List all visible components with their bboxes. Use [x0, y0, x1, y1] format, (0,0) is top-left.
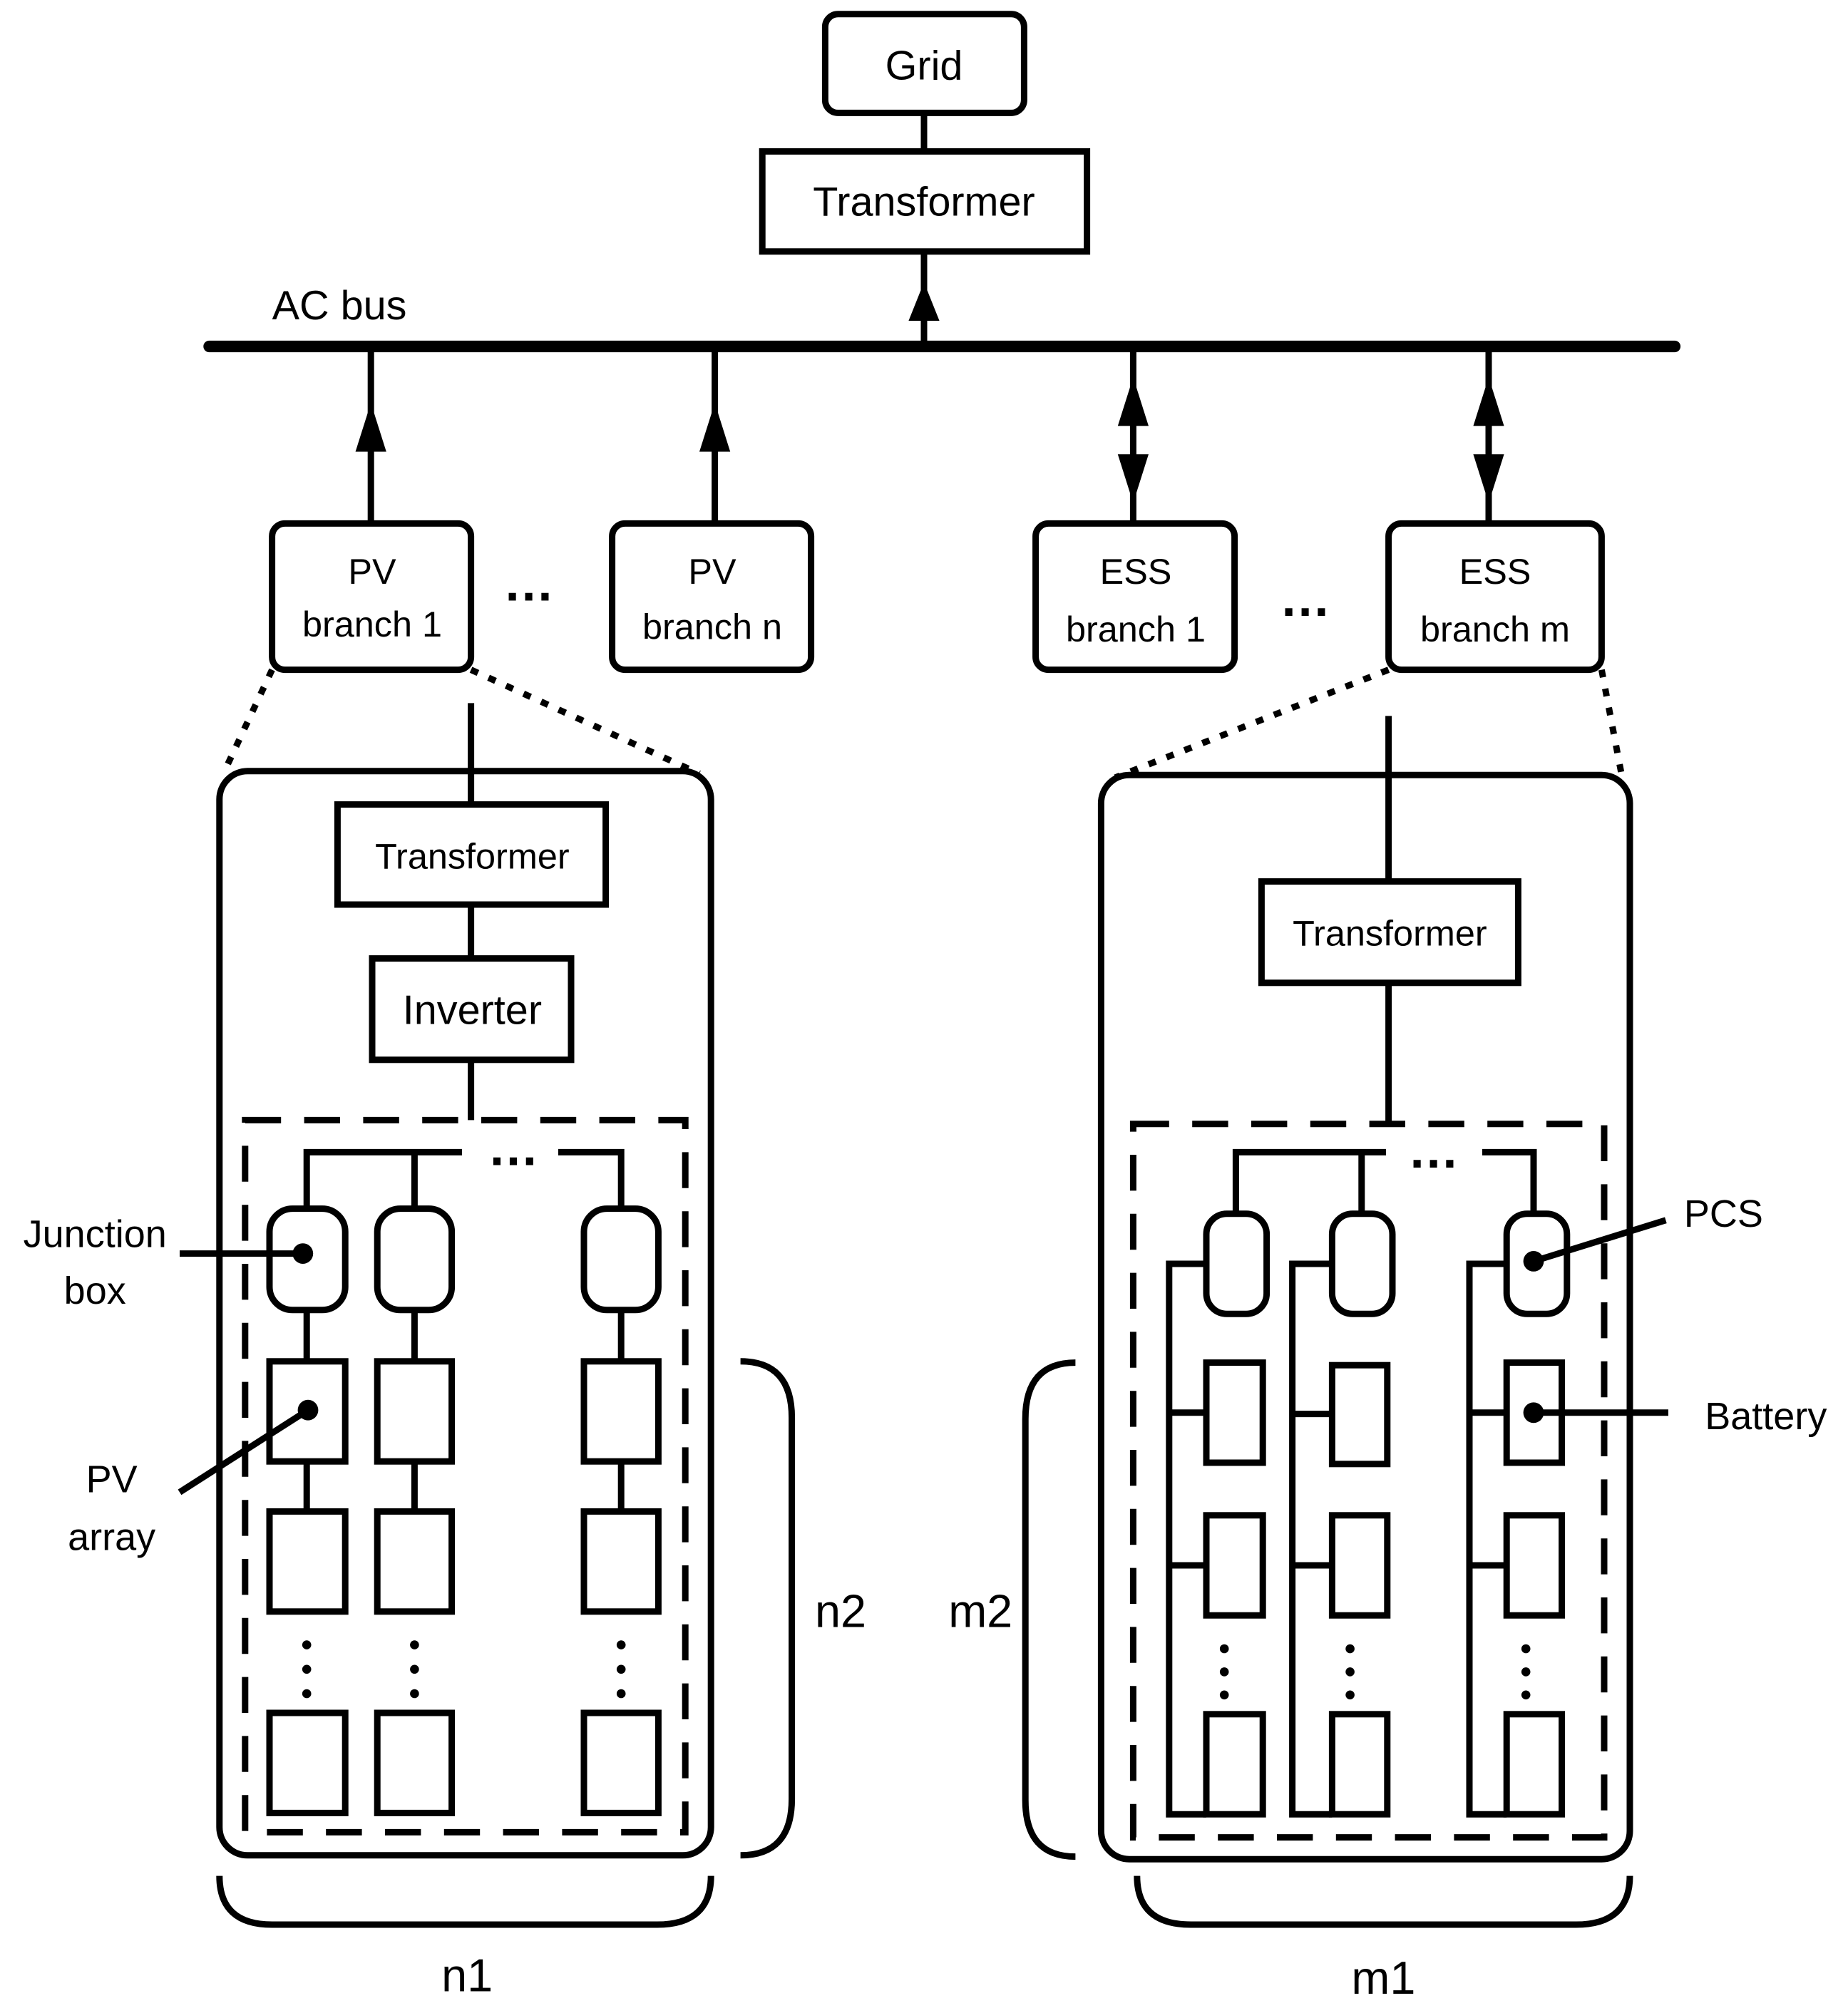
pcs-callout — [1532, 1217, 1667, 1265]
ess-zoom-line-left — [1114, 666, 1390, 781]
m2-brace — [1022, 1359, 1076, 1860]
ess-branch-m-box — [1385, 520, 1605, 674]
junction-box-label-2: box — [64, 1270, 126, 1312]
pv-transformer-label: Transformer — [375, 836, 570, 877]
pv-branch-n-box — [609, 520, 815, 674]
pv-array-label-2: array — [68, 1515, 155, 1558]
battery-cell — [1503, 1711, 1566, 1818]
pv-panel — [580, 1508, 662, 1615]
arrow-up-icon — [355, 403, 386, 452]
n1-label: n1 — [441, 1950, 493, 2002]
ess-branch-1-box — [1032, 520, 1238, 674]
ess-branch-1-line2: branch 1 — [1066, 609, 1206, 649]
battery-label: Battery — [1705, 1395, 1827, 1438]
ac-bus-label: AC bus — [272, 283, 407, 329]
pv-zoom-line-left — [220, 668, 275, 776]
junction-box — [580, 1205, 662, 1314]
main-transformer-box — [759, 148, 1091, 255]
pv-panel — [266, 1508, 349, 1615]
battery-cell — [1203, 1711, 1266, 1818]
ess-detail: Transformer … — [948, 716, 1827, 2004]
pv-array-label-1: PV — [86, 1458, 138, 1500]
arrow-up-icon — [1117, 377, 1149, 426]
main-transformer-label: Transformer — [813, 179, 1035, 225]
pv-zoom-line-right — [469, 666, 701, 777]
pv-branch-1-box — [269, 520, 475, 674]
pv-panel — [580, 1358, 662, 1465]
m1-brace — [1134, 1875, 1633, 1928]
pcs-label: PCS — [1684, 1193, 1763, 1235]
ess-zoom-line-right — [1598, 669, 1626, 778]
pv-array-callout — [178, 1407, 310, 1495]
pv-branch-n-line2: branch n — [642, 606, 782, 647]
arrow-up-icon — [699, 403, 731, 452]
battery-group-boundary — [1129, 1121, 1608, 1841]
pv-array-group-boundary — [242, 1116, 689, 1836]
pv-transformer-box — [334, 801, 610, 908]
pv-panel — [374, 1709, 456, 1816]
arrow-down-icon — [1117, 454, 1149, 503]
pv-panel — [374, 1508, 456, 1615]
battery-cell — [1328, 1361, 1391, 1468]
m2-label: m2 — [948, 1585, 1012, 1637]
n2-label: n2 — [815, 1585, 866, 1637]
n1-brace — [216, 1875, 714, 1928]
pv-branch-ellipsis: … — [503, 555, 555, 612]
grid-label: Grid — [885, 43, 963, 89]
pv-branch-1-line1: PV — [348, 551, 396, 592]
battery-cell — [1203, 1359, 1266, 1466]
junction-box — [374, 1205, 456, 1314]
n2-brace — [740, 1358, 796, 1859]
pv-detail: Transformer Inverter … — [24, 703, 866, 2002]
pv-detail-container — [216, 768, 714, 1859]
arrow-up-icon — [1473, 377, 1504, 426]
pv-panel — [266, 1709, 349, 1816]
ess-branch-ellipsis: … — [1280, 570, 1331, 627]
ess-branch-m-line1: ESS — [1459, 551, 1531, 592]
ess-combiner-ellipsis: … — [1408, 1122, 1459, 1179]
ess-transformer-box — [1258, 878, 1521, 987]
battery-cell — [1328, 1512, 1391, 1619]
arrow-down-icon — [1473, 454, 1504, 503]
pcs-box — [1203, 1210, 1270, 1317]
pv-panel — [374, 1358, 456, 1465]
pv-panel — [580, 1709, 662, 1816]
m1-label: m1 — [1351, 1952, 1415, 2004]
pv-branch-1-line2: branch 1 — [302, 604, 442, 644]
pv-combiner-ellipsis: … — [488, 1119, 539, 1176]
pv-inverter-box — [369, 955, 575, 1064]
pv-inverter-label: Inverter — [403, 987, 542, 1033]
battery-cell — [1328, 1711, 1391, 1818]
battery-cell — [1203, 1512, 1266, 1619]
junction-box-label-1: Junction — [24, 1213, 167, 1256]
ess-branch-m-line2: branch m — [1420, 609, 1570, 649]
ess-branch-1-line1: ESS — [1100, 551, 1172, 592]
ess-transformer-label: Transformer — [1293, 913, 1487, 954]
battery-cell — [1503, 1512, 1566, 1619]
pcs-box — [1328, 1210, 1396, 1317]
pv-branch-n-line1: PV — [688, 551, 736, 592]
arrow-up-icon — [908, 282, 940, 321]
